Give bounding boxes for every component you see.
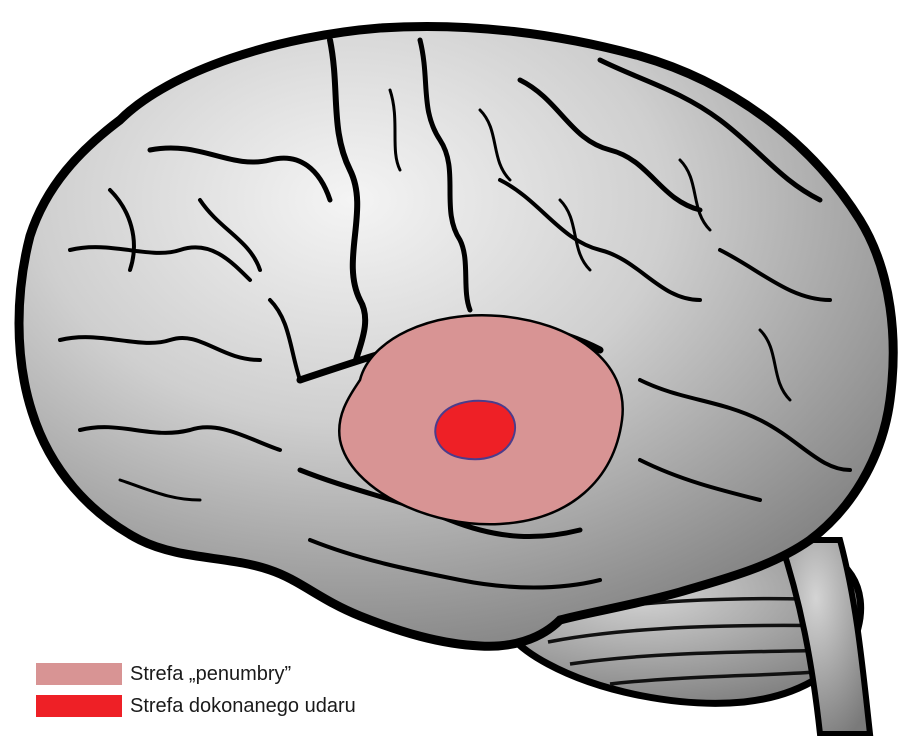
penumbra-swatch: [36, 663, 122, 685]
legend: Strefa „penumbry” Strefa dokonanego udar…: [36, 660, 356, 720]
infarct-swatch: [36, 695, 122, 717]
legend-item-infarct: Strefa dokonanego udaru: [36, 692, 356, 720]
legend-label: Strefa „penumbry”: [130, 663, 291, 686]
legend-label: Strefa dokonanego udaru: [130, 695, 356, 718]
infarct-core: [435, 401, 515, 459]
legend-item-penumbra: Strefa „penumbry”: [36, 660, 356, 688]
